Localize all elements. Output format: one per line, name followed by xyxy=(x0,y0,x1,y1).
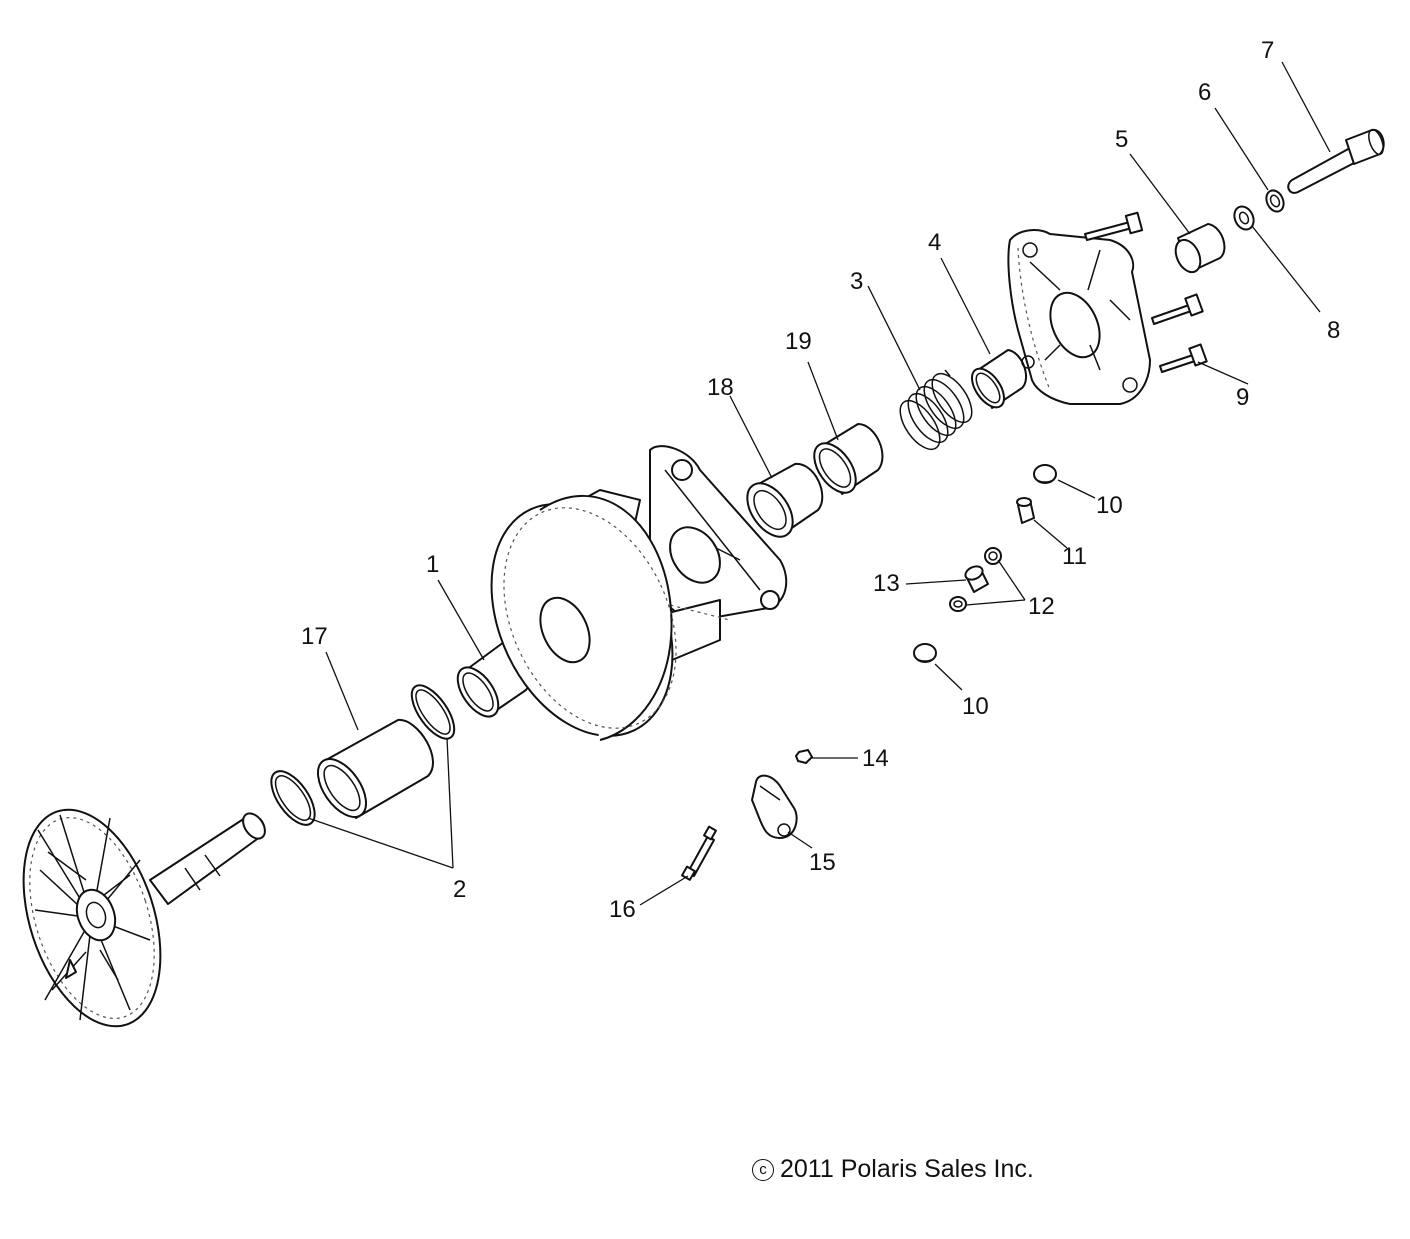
button-10-lower xyxy=(913,643,937,663)
callout-3: 3 xyxy=(850,268,863,295)
weight-15 xyxy=(751,774,798,839)
callout-1: 1 xyxy=(426,551,439,578)
callout-18: 18 xyxy=(707,374,734,401)
bolt-7 xyxy=(1287,128,1385,194)
button-10-upper xyxy=(1033,464,1057,484)
screw-cover-middle xyxy=(1151,293,1204,325)
fixed-sheave-shaft xyxy=(22,808,266,1028)
callout-5: 5 xyxy=(1115,126,1128,153)
callout-14: 14 xyxy=(862,745,889,772)
ring-2-lower xyxy=(270,770,316,826)
copyright-text: 2011 Polaris Sales Inc. xyxy=(780,1155,1034,1183)
washer-6 xyxy=(1265,189,1285,213)
callouts: 1 2 3 4 5 6 7 8 9 10 10 11 12 13 14 15 1… xyxy=(301,37,1340,923)
callout-19: 19 xyxy=(785,328,812,355)
callout-11: 11 xyxy=(1062,543,1087,570)
leader-lines xyxy=(307,61,1331,906)
washer-8 xyxy=(1233,205,1255,231)
callout-7: 7 xyxy=(1261,37,1274,64)
callout-2: 2 xyxy=(453,876,466,903)
callout-15: 15 xyxy=(809,849,836,876)
callout-16: 16 xyxy=(609,896,636,923)
washer-12-lower xyxy=(949,596,967,612)
copyright-notice: c 2011 Polaris Sales Inc. xyxy=(752,1155,1034,1184)
callout-4: 4 xyxy=(928,229,941,256)
bushing-5 xyxy=(1174,223,1226,274)
callout-13: 13 xyxy=(873,570,900,597)
callout-10-upper: 10 xyxy=(1096,492,1123,519)
bearing-18 xyxy=(746,462,824,538)
callout-9: 9 xyxy=(1236,384,1249,411)
callout-6: 6 xyxy=(1198,79,1211,106)
movable-sheave xyxy=(490,445,788,741)
ring-2-upper xyxy=(410,684,456,740)
callout-8: 8 xyxy=(1327,317,1340,344)
screw-9 xyxy=(1159,343,1208,373)
pin-16 xyxy=(681,825,717,881)
callout-17: 17 xyxy=(301,623,328,650)
spacer-tube-17 xyxy=(317,718,434,819)
callout-10-lower: 10 xyxy=(962,693,989,720)
roller-13 xyxy=(964,565,989,593)
callout-12: 12 xyxy=(1028,593,1055,620)
screw-cover-top xyxy=(1084,211,1144,241)
nut-14 xyxy=(795,749,813,764)
spring-3 xyxy=(899,369,973,451)
bushing-19 xyxy=(813,423,884,495)
washer-12-upper xyxy=(984,547,1002,565)
copyright-symbol: c xyxy=(752,1158,774,1181)
pin-11 xyxy=(1016,497,1035,524)
cover-plate xyxy=(1007,229,1151,405)
bushing-4 xyxy=(971,349,1027,409)
